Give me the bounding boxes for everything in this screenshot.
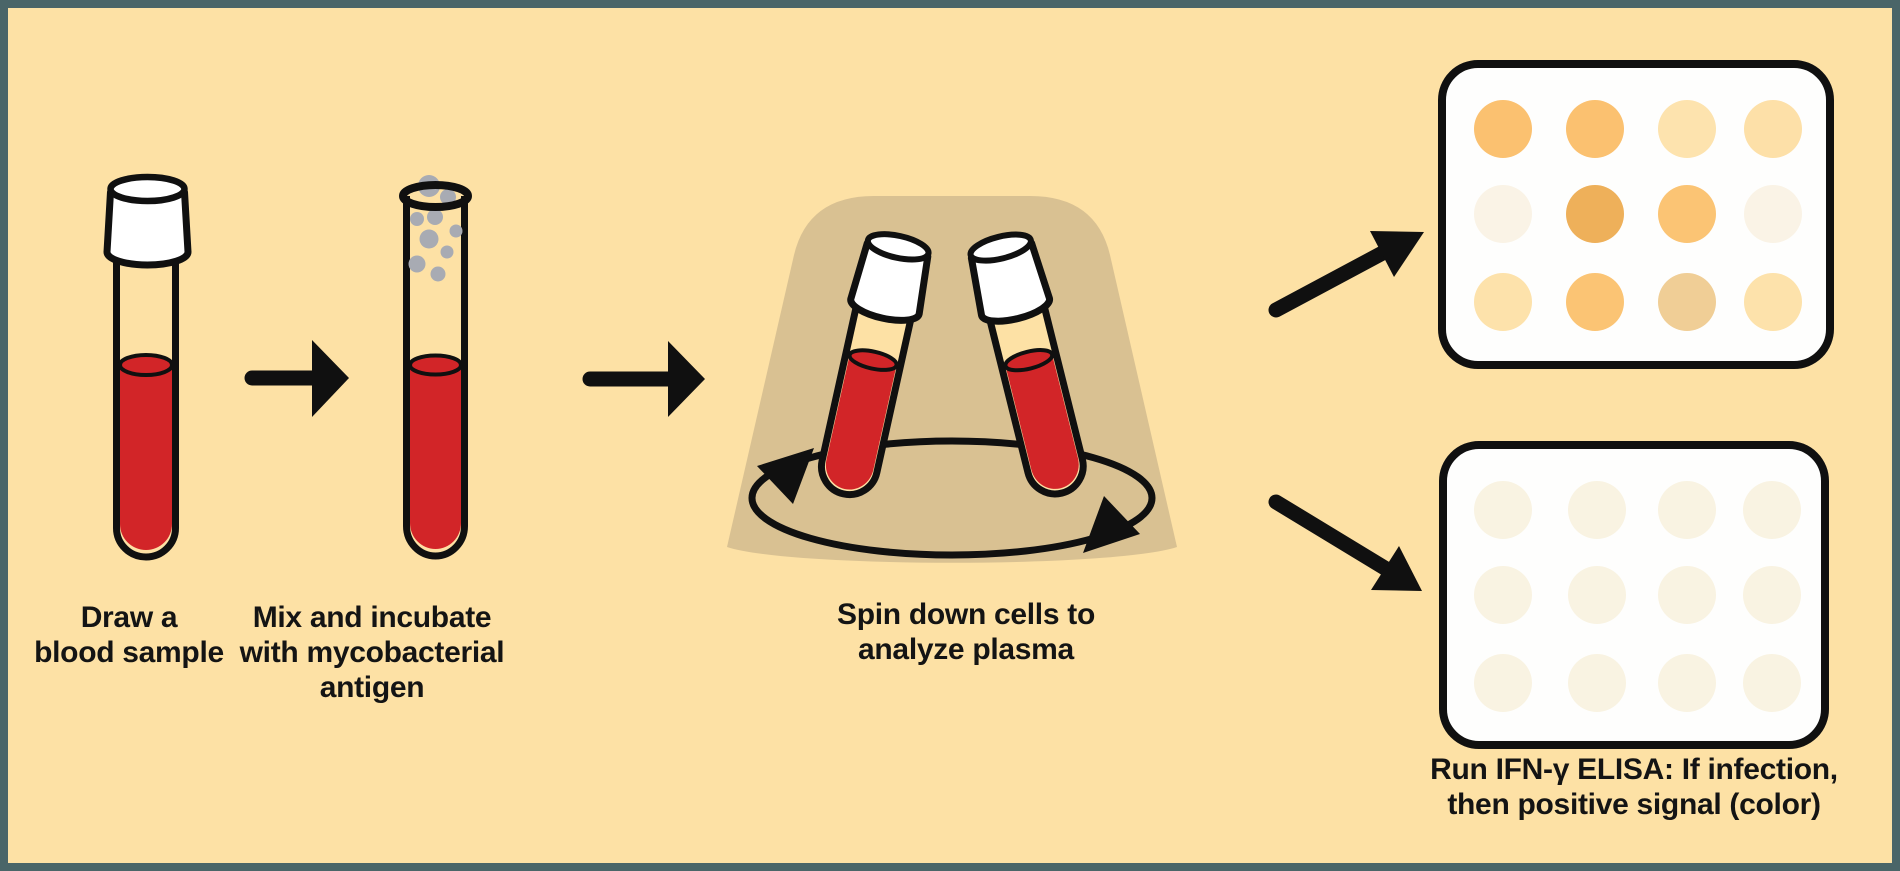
elisa-well — [1568, 566, 1626, 624]
arrow-to-positive-plate — [1268, 231, 1424, 318]
negative-wells — [1474, 481, 1801, 712]
elisa-well — [1658, 185, 1716, 243]
plate-body — [1439, 441, 1829, 749]
elisa-well — [1743, 481, 1801, 539]
arrow-stem — [1268, 241, 1398, 318]
blood-tube-step2 — [399, 175, 472, 560]
antigen-dot — [419, 229, 439, 249]
label-line: Run IFN-γ ELISA: If infection, — [1430, 753, 1838, 786]
label-line: analyze plasma — [858, 633, 1074, 666]
antigen-dot — [430, 266, 446, 282]
elisa-well — [1743, 654, 1801, 712]
plate-body — [1438, 60, 1834, 369]
blood-fill — [408, 353, 463, 549]
antigen-dot — [449, 224, 463, 238]
elisa-well — [1658, 100, 1716, 158]
elisa-well — [1568, 481, 1626, 539]
blood-fill — [1003, 348, 1079, 489]
arrow-to-negative-plate — [1268, 494, 1422, 591]
tube-rim — [399, 181, 472, 211]
arrow-stem — [1268, 494, 1396, 578]
rotation-arrowhead-left — [757, 448, 814, 504]
label-line: Spin down cells to — [837, 598, 1095, 631]
tube-cap — [967, 231, 1054, 325]
rotation-arrowhead-right — [1083, 496, 1140, 553]
blood-fill — [118, 353, 174, 550]
tube-cap — [103, 173, 192, 269]
label-line: with mycobacterial — [239, 636, 505, 669]
label-line: Mix and incubate — [252, 601, 492, 634]
elisa-well — [1566, 273, 1624, 331]
centrifuge-tube-right — [967, 231, 1087, 498]
arrow-head — [1370, 231, 1424, 277]
arrow-head — [312, 340, 349, 417]
elisa-well — [1744, 100, 1802, 158]
step1-label: Draw a blood sample — [34, 600, 224, 670]
elisa-well — [1474, 273, 1532, 331]
elisa-well — [1658, 273, 1716, 331]
elisa-well — [1658, 481, 1716, 539]
elisa-well — [1658, 566, 1716, 624]
elisa-well — [1744, 273, 1802, 331]
step3-label: Spin down cells to analyze plasma — [837, 597, 1095, 667]
antigen-dot — [440, 245, 454, 259]
label-line: then positive signal (color) — [1447, 788, 1821, 821]
elisa-well — [1474, 481, 1532, 539]
elisa-caption: Run IFN-γ ELISA: If infection, then posi… — [1430, 752, 1838, 822]
arrow-head — [1371, 546, 1422, 591]
elisa-well — [1566, 100, 1624, 158]
arrow-head — [668, 341, 705, 417]
antigen-dot — [408, 255, 426, 273]
tube-cap — [847, 231, 932, 324]
rotation-ellipse — [748, 437, 1156, 559]
elisa-well — [1744, 185, 1802, 243]
blood-fill — [825, 348, 899, 490]
elisa-well — [1474, 100, 1532, 158]
elisa-well — [1474, 654, 1532, 712]
step2-label: Mix and incubate with mycobacterial anti… — [240, 600, 505, 705]
elisa-well — [1474, 566, 1532, 624]
antigen-dot — [440, 189, 456, 205]
elisa-well — [1743, 566, 1801, 624]
elisa-well — [1658, 654, 1716, 712]
antigen-dots — [408, 175, 463, 282]
label-line: blood sample — [34, 636, 224, 669]
antigen-dot — [427, 209, 443, 225]
label-line: antigen — [319, 671, 425, 704]
elisa-well — [1566, 185, 1624, 243]
antigen-dot — [410, 212, 424, 226]
blood-tube-step1 — [103, 173, 192, 561]
positive-elisa-plate — [1438, 60, 1834, 369]
arrow-step1-to-step2 — [244, 340, 349, 417]
negative-elisa-plate — [1439, 441, 1829, 749]
elisa-well — [1568, 654, 1626, 712]
elisa-well — [1474, 185, 1532, 243]
label-line: Draw a — [80, 601, 178, 634]
centrifuge-tube-left — [818, 231, 932, 498]
centrifuge — [727, 196, 1177, 563]
arrow-step2-to-step3 — [582, 341, 705, 417]
